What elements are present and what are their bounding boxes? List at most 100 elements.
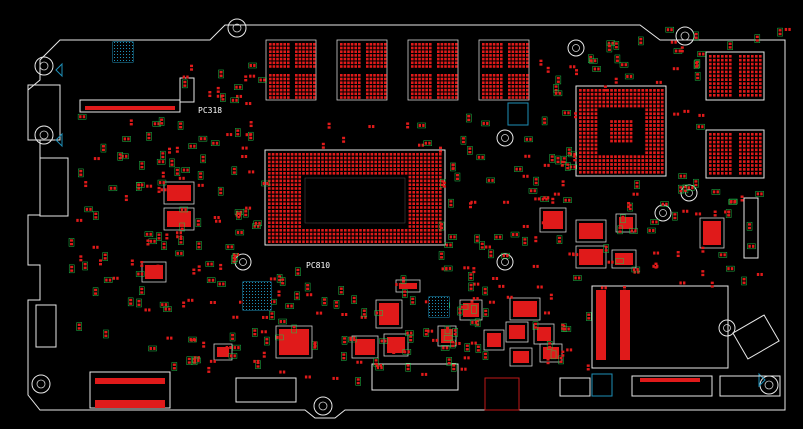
smd-component [156,158,166,165]
smd-component [175,231,182,235]
smd-component [209,300,216,304]
smd-component [174,167,181,177]
smd-component [196,241,202,250]
smd-component [624,73,634,80]
smd-component [161,241,167,250]
smd-component [472,297,479,301]
power-inductor [505,321,529,343]
smd-component [213,216,220,220]
smd-component [349,336,356,340]
smd-component [93,211,99,220]
smd-component [179,206,189,213]
smd-component [562,110,571,116]
smd-component [405,362,411,372]
smd-component [229,332,236,342]
smd-component [464,343,471,352]
memory-chip-top-right [705,51,765,101]
smd-component [443,335,453,341]
mounting-hole [654,204,672,222]
smd-component [546,66,550,73]
smd-component [361,308,368,317]
smd-component [665,26,674,33]
smd-component [673,112,680,116]
smd-component [243,208,249,218]
smd-component [467,303,474,307]
smd-component [209,359,216,363]
smd-component [566,348,573,352]
power-inductor [509,347,533,367]
smd-component [375,363,382,367]
smd-component [82,261,88,271]
smd-component [459,304,469,310]
smd-component [136,182,145,188]
smd-component [278,318,287,325]
smd-component [217,186,224,196]
smd-component [249,121,253,128]
smd-component [470,341,477,345]
smd-component [245,206,252,210]
smd-component [146,132,152,141]
smd-component [627,201,631,208]
smd-component [553,192,560,196]
smd-component [139,286,145,295]
smd-component [421,372,428,376]
smd-component [112,276,119,280]
smd-component [294,291,300,301]
smd-component [701,246,705,253]
smd-component [718,252,728,258]
smd-component [235,229,245,236]
smd-component [444,242,453,248]
smd-component [573,275,582,281]
smd-component [228,353,238,359]
smd-component [514,166,523,172]
smd-component [603,244,609,253]
smd-component [304,375,311,379]
smd-component [252,328,258,337]
smd-component [76,218,83,222]
smd-component [262,315,269,319]
mounting-hole [496,253,514,271]
smd-component [269,311,275,320]
smd-component [168,147,172,154]
smd-component [438,251,445,260]
smd-component [406,122,410,129]
mounting-hole [34,125,54,145]
smd-component [482,351,489,360]
smd-component [543,196,550,200]
smd-component [117,152,123,161]
cpu-bga-package [264,149,446,246]
smd-component [539,59,543,66]
smd-component [460,135,467,145]
smd-component [755,191,764,197]
smd-component [187,298,194,302]
smd-component [77,113,87,120]
smd-component [130,259,134,266]
smd-component [333,300,340,309]
smd-component [680,46,684,53]
smd-component [264,336,270,346]
power-inductor [163,181,195,205]
smd-component [321,297,328,306]
smd-component [279,277,286,286]
smd-component [566,147,573,156]
smd-component [230,97,239,104]
smd-component [446,357,452,366]
smd-component [532,321,539,330]
power-inductor [575,219,607,243]
smd-component [207,366,211,373]
smd-component [202,341,206,348]
bottom-connectors [89,363,781,411]
smd-component [471,305,477,314]
smd-component [561,350,565,357]
smd-component [156,264,160,271]
smd-component [724,210,731,214]
m2-ssd-slot [591,285,729,369]
smd-component [592,66,601,72]
smd-component [144,308,151,312]
smd-component [432,338,439,342]
power-inductor [459,299,483,321]
mounting-hole [496,129,514,147]
smd-component [192,357,201,364]
smd-component [176,190,180,197]
